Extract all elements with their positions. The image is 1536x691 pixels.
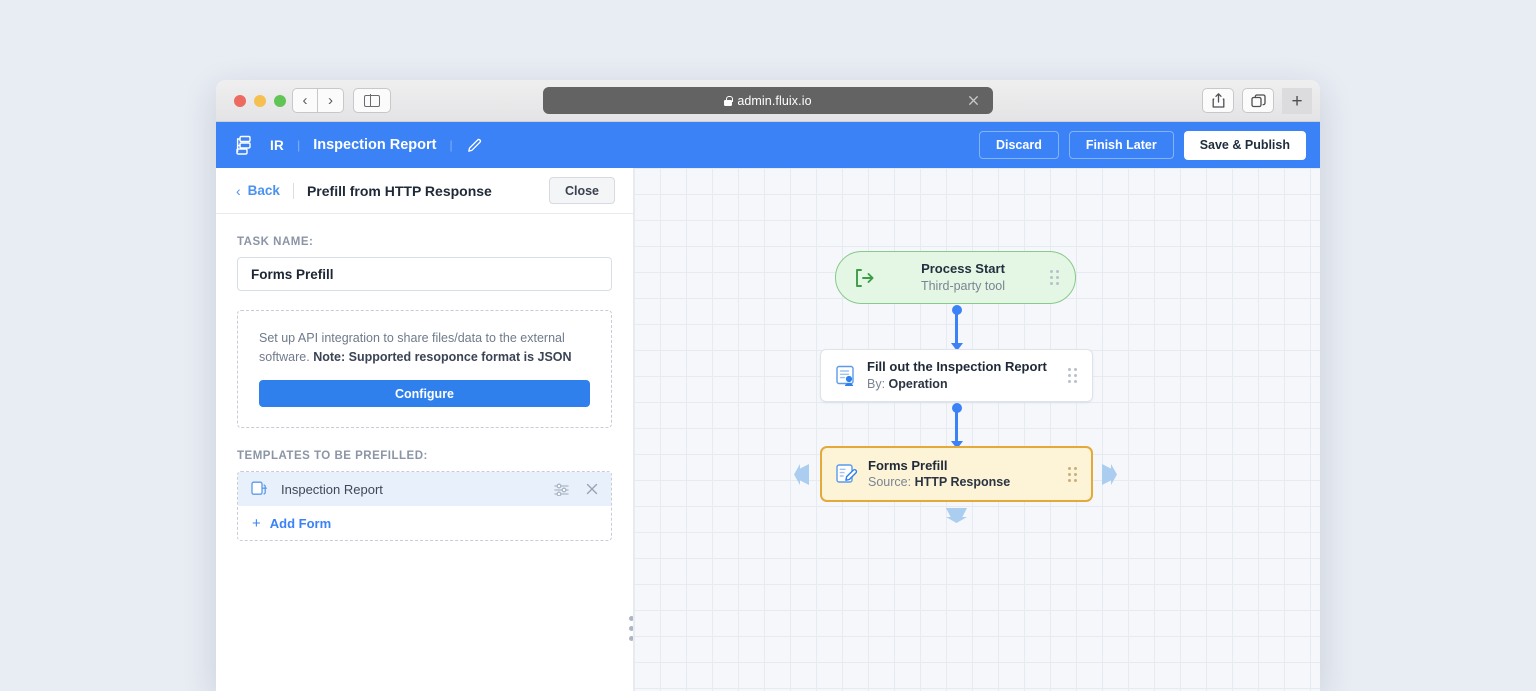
- url-text-wrap: admin.fluix.io: [724, 93, 812, 108]
- close-panel-button[interactable]: Close: [548, 177, 615, 204]
- close-window-button[interactable]: [234, 95, 246, 107]
- api-integration-text: Set up API integration to share files/da…: [259, 329, 590, 367]
- plus-icon: +: [252, 514, 261, 532]
- node-subtitle-prefix: By:: [867, 376, 889, 391]
- window-traffic-lights: [234, 95, 286, 107]
- close-icon[interactable]: [586, 483, 598, 495]
- app-body: ‹ Back Prefill from HTTP Response Close …: [216, 168, 1320, 691]
- back-button[interactable]: Back: [247, 183, 280, 198]
- maximize-window-button[interactable]: [274, 95, 286, 107]
- panel-resize-handle[interactable]: [629, 616, 634, 641]
- handle-dot: [629, 636, 634, 641]
- node-subtitle: Third-party tool: [920, 278, 1006, 293]
- panel-content: TASK NAME: Forms Prefill Set up API inte…: [216, 214, 633, 541]
- template-actions: [554, 483, 598, 496]
- discard-button[interactable]: Discard: [978, 131, 1059, 159]
- browser-toolbar: ‹ › admin.fluix.io: [216, 80, 1320, 122]
- close-icon[interactable]: [966, 93, 981, 108]
- sidebar-toggle-button[interactable]: [353, 88, 391, 113]
- drag-handle[interactable]: [1050, 270, 1059, 285]
- list-item[interactable]: Inspection Report: [238, 472, 611, 506]
- node-subtitle-value: HTTP Response: [914, 475, 1011, 490]
- connector-arrow: [950, 343, 963, 351]
- side-panel: ‹ Back Prefill from HTTP Response Close …: [216, 168, 634, 691]
- connector-2: [950, 403, 963, 449]
- templates-list: Inspection Report: [237, 471, 612, 541]
- form-user-icon: [836, 365, 854, 386]
- share-button[interactable]: [1202, 88, 1234, 113]
- panel-header: ‹ Back Prefill from HTTP Response Close: [216, 168, 633, 214]
- panel-divider: [292, 182, 294, 199]
- api-info-text: Set up API integration to share files/da…: [259, 331, 565, 364]
- add-form-button[interactable]: + Add Form: [238, 506, 611, 540]
- node-subtitle-prefix: Source:: [868, 475, 915, 490]
- sliders-icon[interactable]: [554, 483, 569, 496]
- api-info-note: Note: Supported resoponce format is JSON: [313, 350, 572, 364]
- address-bar[interactable]: admin.fluix.io: [543, 87, 993, 114]
- url-text: admin.fluix.io: [737, 93, 812, 108]
- pencil-icon[interactable]: [466, 137, 483, 154]
- save-publish-button[interactable]: Save & Publish: [1183, 130, 1306, 160]
- back-icon[interactable]: ‹: [292, 88, 318, 113]
- app-header: IR | Inspection Report | Discard Finish …: [216, 122, 1320, 168]
- templates-label: TEMPLATES TO BE PREFILLED:: [237, 450, 428, 462]
- task-name-input[interactable]: Forms Prefill: [237, 257, 612, 291]
- back-chevron-icon[interactable]: ‹: [236, 182, 241, 199]
- add-form-label: Add Form: [269, 515, 332, 531]
- connector-dot: [951, 403, 962, 413]
- handle-dot: [629, 626, 634, 631]
- new-tab-button[interactable]: +: [1282, 88, 1312, 114]
- task-name-label: TASK NAME:: [237, 236, 314, 248]
- drag-handle[interactable]: [1068, 466, 1077, 482]
- navigation-buttons: ‹ ›: [292, 88, 344, 113]
- toolbar-right-buttons: [1202, 88, 1274, 113]
- node-title: Forms Prefill: [868, 457, 948, 473]
- workflow-canvas[interactable]: Process Start Third-party tool: [633, 168, 1320, 691]
- template-name: Inspection Report: [281, 481, 383, 497]
- node-subtitle-value: Operation: [888, 376, 948, 391]
- handle-dot: [629, 616, 634, 621]
- process-start-icon: [856, 268, 874, 287]
- tab-overview-button[interactable]: [1242, 88, 1274, 113]
- page-title: Inspection Report: [313, 137, 437, 153]
- browser-window: ‹ › admin.fluix.io: [216, 80, 1320, 691]
- header-actions: Discard Finish Later Save & Publish: [978, 130, 1306, 160]
- panel-title: Prefill from HTTP Response: [306, 182, 492, 199]
- workflow-icon: [236, 135, 251, 155]
- minimize-window-button[interactable]: [254, 95, 266, 107]
- header-separator-1: |: [297, 138, 301, 152]
- node-fill-out-inspection-report[interactable]: Fill out the Inspection Report By: Opera…: [820, 349, 1093, 402]
- node-forms-prefill[interactable]: Forms Prefill Source: HTTP Response: [820, 446, 1093, 502]
- add-node-left-handle[interactable]: [794, 464, 809, 485]
- finish-later-button[interactable]: Finish Later: [1068, 131, 1174, 159]
- tabs-icon: [1250, 93, 1266, 107]
- configure-button[interactable]: Configure: [259, 380, 590, 407]
- api-integration-box: Set up API integration to share files/da…: [237, 310, 612, 428]
- node-subtitle: Source: HTTP Response: [868, 474, 1010, 491]
- header-separator-2: |: [449, 138, 453, 152]
- drag-handle[interactable]: [1068, 368, 1077, 383]
- document-abbreviation: IR: [270, 137, 285, 153]
- node-text: Process Start Third-party tool: [876, 260, 1050, 294]
- node-process-start[interactable]: Process Start Third-party tool: [835, 251, 1076, 304]
- sidebar-icon: [364, 94, 380, 107]
- share-icon: [1212, 93, 1224, 108]
- connector-arrow: [950, 441, 963, 449]
- node-title: Process Start: [921, 261, 1005, 277]
- connector-dot: [951, 305, 962, 315]
- form-edit-icon: [836, 464, 858, 483]
- connector-1: [950, 305, 963, 351]
- form-copy-icon: [251, 481, 267, 495]
- forward-icon[interactable]: ›: [318, 88, 344, 113]
- node-text: Fill out the Inspection Report By: Opera…: [867, 358, 1047, 392]
- add-node-right-handle[interactable]: [1102, 464, 1117, 485]
- node-title: Fill out the Inspection Report: [867, 359, 1047, 375]
- lock-icon: [724, 95, 733, 106]
- node-text: Forms Prefill Source: HTTP Response: [868, 457, 1010, 491]
- node-subtitle: By: Operation: [867, 376, 1047, 393]
- add-node-below-handle[interactable]: [946, 508, 967, 523]
